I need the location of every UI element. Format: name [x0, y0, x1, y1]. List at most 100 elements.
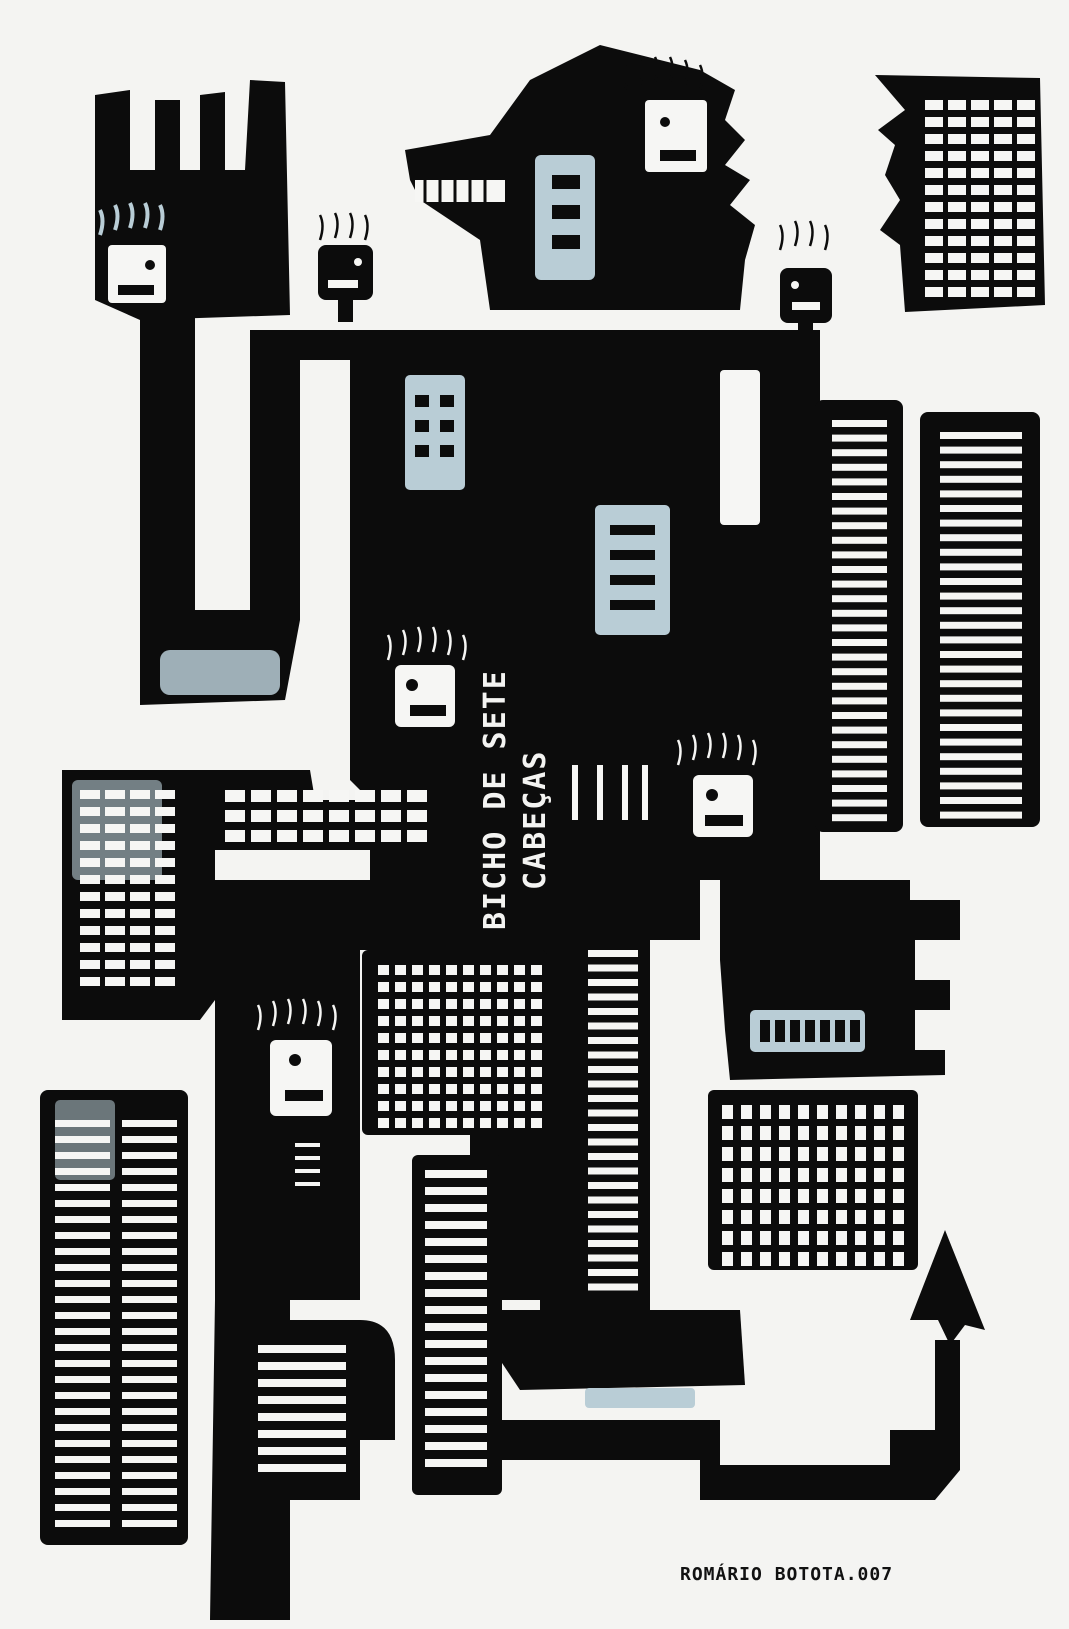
- window: [893, 1210, 904, 1224]
- window: [994, 168, 1012, 178]
- window: [425, 1170, 487, 1178]
- window: [130, 790, 150, 799]
- window: [378, 1067, 389, 1077]
- window: [940, 446, 1022, 454]
- window: [1017, 287, 1035, 297]
- window: [832, 595, 887, 603]
- window: [940, 563, 1022, 571]
- window: [303, 830, 323, 842]
- window: [258, 1413, 346, 1421]
- window: [446, 1050, 457, 1060]
- window: [55, 1456, 110, 1463]
- window: [429, 1067, 440, 1077]
- window: [258, 1464, 346, 1472]
- window: [971, 253, 989, 263]
- window: [381, 810, 401, 822]
- window: [925, 270, 943, 280]
- window: [55, 1200, 110, 1207]
- window: [55, 1152, 110, 1159]
- window: [122, 1312, 177, 1319]
- window: [855, 1105, 866, 1119]
- window: [531, 982, 542, 992]
- window: [832, 449, 887, 457]
- window: [425, 1425, 487, 1433]
- window: [940, 694, 1022, 702]
- window: [531, 1033, 542, 1043]
- window: [429, 1101, 440, 1111]
- window: [760, 1020, 770, 1042]
- window: [80, 892, 100, 901]
- window: [925, 253, 943, 263]
- window: [779, 1147, 790, 1161]
- window: [588, 1051, 638, 1059]
- window: [225, 790, 245, 802]
- window: [55, 1248, 110, 1255]
- window: [760, 1189, 771, 1203]
- window: [395, 982, 406, 992]
- window: [480, 1033, 491, 1043]
- window: [760, 1105, 771, 1119]
- window: [925, 100, 943, 110]
- title-line-1: BICHO DE SETE: [478, 669, 513, 930]
- window: [798, 1231, 809, 1245]
- window: [779, 1105, 790, 1119]
- window: [760, 1126, 771, 1140]
- window: [779, 1252, 790, 1266]
- window: [155, 926, 175, 935]
- window: [722, 1252, 733, 1266]
- window: [874, 1126, 885, 1140]
- window: [429, 999, 440, 1009]
- window: [832, 799, 887, 807]
- building-right-tall-2: [920, 412, 1040, 827]
- window: [105, 824, 125, 833]
- window: [971, 117, 989, 127]
- window: [497, 965, 508, 975]
- window: [588, 1225, 638, 1233]
- window: [940, 782, 1022, 790]
- window: [130, 841, 150, 850]
- window: [497, 999, 508, 1009]
- window: [80, 790, 100, 799]
- window: [514, 999, 525, 1009]
- window: [55, 1136, 110, 1143]
- window: [760, 1231, 771, 1245]
- window: [80, 841, 100, 850]
- window: [893, 1189, 904, 1203]
- window: [925, 168, 943, 178]
- window: [407, 830, 427, 842]
- window: [531, 1050, 542, 1060]
- window: [855, 1210, 866, 1224]
- window: [832, 624, 887, 632]
- window: [55, 1312, 110, 1319]
- window: [378, 965, 389, 975]
- window: [790, 1020, 800, 1042]
- window: [412, 982, 423, 992]
- window: [817, 1105, 828, 1119]
- window: [429, 1084, 440, 1094]
- window: [832, 770, 887, 778]
- window: [55, 1360, 110, 1367]
- window: [925, 236, 943, 246]
- window: [277, 830, 297, 842]
- window: [425, 1289, 487, 1297]
- window: [741, 1231, 752, 1245]
- window: [122, 1120, 177, 1127]
- artist-signature: ROMÁRIO BOTOTA.007: [680, 1563, 893, 1585]
- window: [497, 1050, 508, 1060]
- window: [925, 151, 943, 161]
- window: [55, 1424, 110, 1431]
- window: [155, 790, 175, 799]
- window: [741, 1210, 752, 1224]
- window: [940, 548, 1022, 556]
- window: [446, 1067, 457, 1077]
- window: [832, 566, 887, 573]
- window: [155, 841, 175, 850]
- window: [874, 1210, 885, 1224]
- window: [855, 1168, 866, 1182]
- window: [1017, 100, 1035, 110]
- window: [1017, 270, 1035, 280]
- window: [480, 1118, 491, 1128]
- window: [1017, 117, 1035, 127]
- building-right-grid: [708, 1090, 918, 1270]
- window: [588, 1037, 638, 1044]
